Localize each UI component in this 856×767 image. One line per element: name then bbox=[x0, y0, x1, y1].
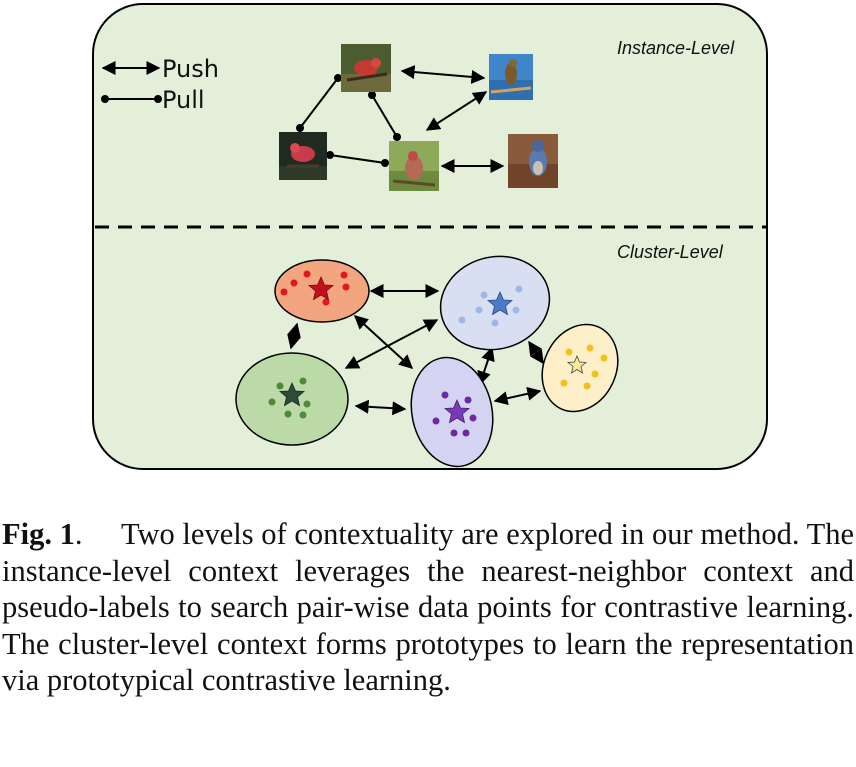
cluster-push-arrow bbox=[477, 346, 495, 386]
figure-label: Fig. 1 bbox=[2, 517, 75, 551]
caption-text: . Two levels of contextuality are explor… bbox=[2, 517, 854, 698]
pull-arrow bbox=[368, 91, 401, 141]
bird-image bbox=[489, 54, 533, 100]
prototype-star bbox=[443, 399, 471, 424]
bird-image bbox=[341, 44, 391, 92]
cluster-purple bbox=[410, 356, 494, 468]
cluster-green bbox=[235, 352, 349, 446]
push-legend-label: Push bbox=[162, 55, 219, 83]
pull-arrow bbox=[296, 74, 342, 132]
cluster-level-label: Cluster-Level bbox=[617, 242, 724, 262]
push-arrow bbox=[400, 65, 486, 84]
pull-arrow bbox=[326, 151, 389, 167]
contextuality-diagram: Instance-Level Cluster-Level Push Pull bbox=[92, 3, 768, 470]
bird-image bbox=[279, 132, 327, 180]
instance-level-label: Instance-Level bbox=[617, 38, 735, 58]
cluster-push-arrow bbox=[528, 340, 544, 365]
cluster-push-arrow bbox=[344, 319, 439, 369]
cluster-red bbox=[274, 259, 370, 323]
cluster-yellow bbox=[541, 323, 619, 413]
prototype-star bbox=[566, 354, 588, 374]
cluster-push-arrow bbox=[493, 386, 542, 406]
bird-image bbox=[508, 134, 558, 188]
pull-legend-label: Pull bbox=[162, 86, 205, 114]
push-arrow bbox=[425, 91, 488, 131]
prototype-star bbox=[486, 291, 514, 316]
cluster-push-arrow bbox=[354, 399, 407, 416]
cluster-push-arrow bbox=[287, 322, 301, 350]
prototype-star bbox=[278, 382, 306, 407]
figure-caption: Fig. 1. Two levels of contextuality are … bbox=[2, 516, 854, 699]
cluster-blue bbox=[439, 255, 551, 351]
prototype-star bbox=[307, 276, 335, 301]
bird-image bbox=[389, 141, 439, 191]
